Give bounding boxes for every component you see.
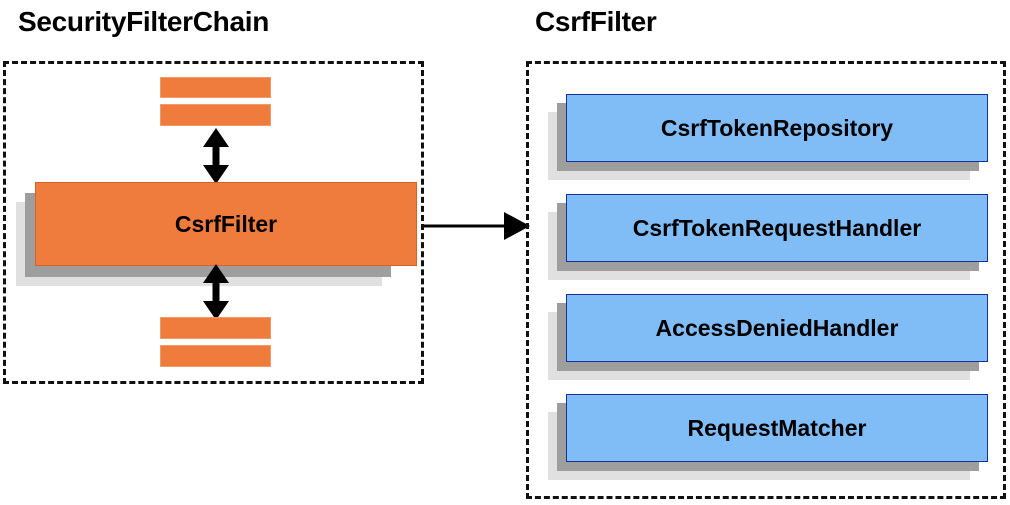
arrow-shaft	[424, 224, 512, 228]
collaborator-card-csrftokenrequesthandler[interactable]: CsrfTokenRequestHandler	[548, 194, 990, 280]
filter-bar-top-1	[160, 77, 271, 98]
arrow-shaft	[212, 144, 220, 168]
collaborator-card-accessdeniedhandler[interactable]: AccessDeniedHandler	[548, 294, 990, 380]
collaborator-label: AccessDeniedHandler	[566, 294, 988, 362]
security-filter-chain-container	[3, 61, 424, 384]
csrffilter-collaborators-container	[526, 61, 1006, 499]
arrow-head-down-icon	[203, 165, 229, 184]
filter-bar-bottom-2	[160, 345, 271, 367]
csrffilter-component[interactable]: CsrfFilter	[16, 182, 417, 286]
collaborator-card-csrftokenrepository[interactable]: CsrfTokenRepository	[548, 94, 990, 180]
collaborator-label: CsrfTokenRepository	[566, 94, 988, 162]
left-panel-title: SecurityFilterChain	[18, 6, 270, 37]
right-panel-title: CsrfFilter	[535, 6, 657, 37]
filter-bar-bottom-1	[160, 317, 271, 339]
arrow-head-up-icon	[203, 128, 229, 147]
arrow-head-down-icon	[203, 301, 229, 320]
collaborator-card-requestmatcher[interactable]: RequestMatcher	[548, 394, 990, 480]
arrow-shaft	[212, 280, 220, 304]
expansion-arrow	[424, 212, 530, 240]
arrow-above-csrffilter	[202, 128, 230, 184]
csrffilter-label: CsrfFilter	[35, 182, 417, 266]
filter-bar-top-2	[160, 104, 271, 126]
collaborator-label: CsrfTokenRequestHandler	[566, 194, 988, 262]
collaborator-label: RequestMatcher	[566, 394, 988, 462]
arrow-below-csrffilter	[202, 264, 230, 320]
arrow-head-right-icon	[504, 212, 530, 240]
arrow-head-up-icon	[203, 264, 229, 283]
